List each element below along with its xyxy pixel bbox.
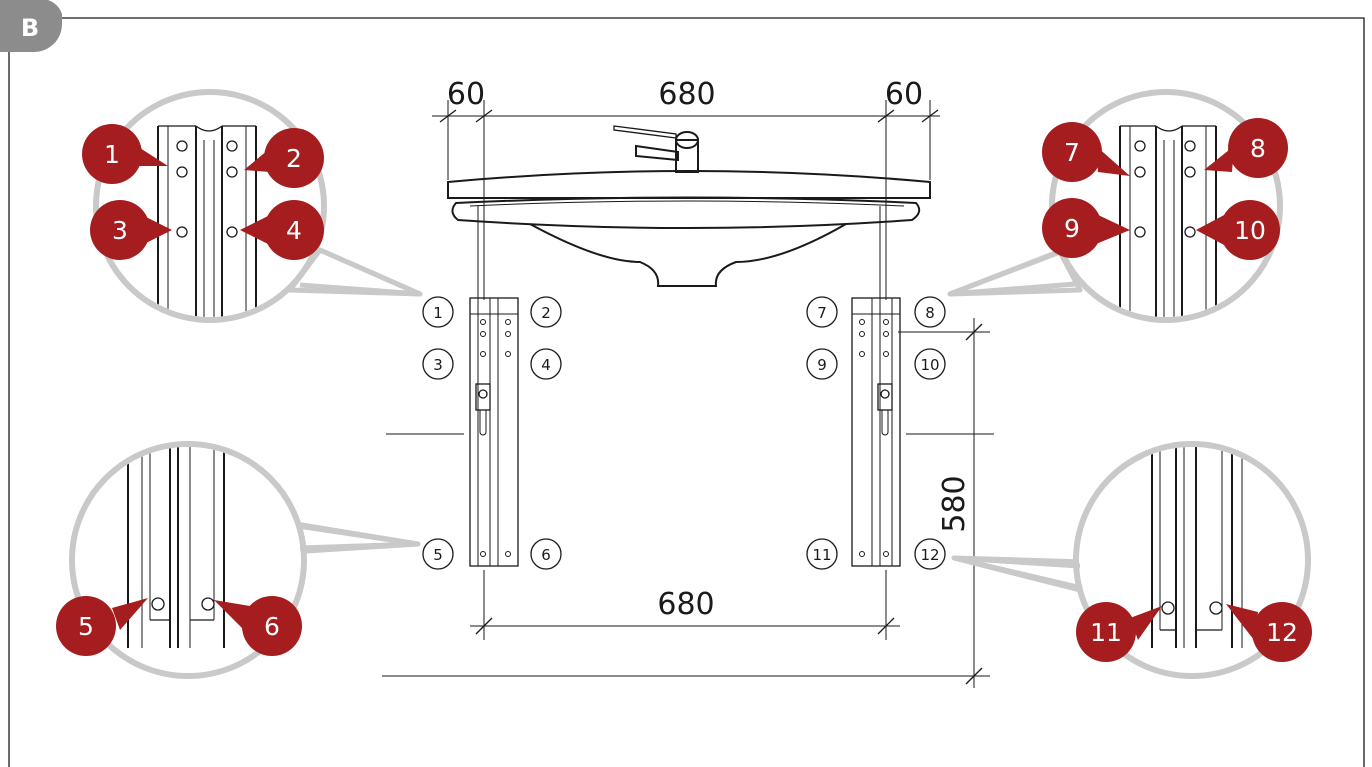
position-label-2: 2 xyxy=(541,304,551,322)
position-label-6: 6 xyxy=(541,546,551,564)
washbasin xyxy=(447,125,931,287)
detail-marker-12: 12 xyxy=(1266,618,1298,647)
detail-marker-10: 10 xyxy=(1234,216,1266,245)
position-label-9: 9 xyxy=(817,356,827,374)
detail-marker-8: 8 xyxy=(1250,134,1266,163)
position-label-10: 10 xyxy=(920,356,939,374)
dimension-top-left: 60 xyxy=(447,77,485,112)
detail-marker-3: 3 xyxy=(112,216,128,245)
detail-marker-7: 7 xyxy=(1064,138,1080,167)
position-label-11: 11 xyxy=(812,546,831,564)
dimension-right-vertical: 580 xyxy=(937,475,972,532)
panel-letter: B xyxy=(21,14,39,42)
detail-bubble-bottom-left xyxy=(69,441,421,679)
faucet xyxy=(613,125,699,173)
detail-marker-5: 5 xyxy=(78,612,94,641)
detail-marker-9: 9 xyxy=(1064,214,1080,243)
detail-marker-11: 11 xyxy=(1090,618,1122,647)
dimension-bottom-center: 680 xyxy=(657,587,714,622)
right-rail xyxy=(851,206,901,567)
position-labels: 1 2 3 4 5 6 7 8 9 10 11 12 xyxy=(422,296,946,570)
position-label-3: 3 xyxy=(433,356,443,374)
dimension-top-center: 680 xyxy=(658,77,715,112)
dimension-top-right: 60 xyxy=(885,77,923,112)
position-label-1: 1 xyxy=(433,304,443,322)
detail-bubble-top-left xyxy=(93,89,423,323)
detail-markers: 1 2 3 4 5 6 7 8 9 10 xyxy=(56,118,1312,662)
detail-marker-2: 2 xyxy=(286,144,302,173)
detail-marker-1: 1 xyxy=(104,140,120,169)
detail-marker-6: 6 xyxy=(264,612,280,641)
position-label-4: 4 xyxy=(541,356,551,374)
panel-badge xyxy=(0,0,62,52)
position-label-7: 7 xyxy=(817,304,827,322)
position-label-12: 12 xyxy=(920,546,939,564)
detail-bubble-top-right xyxy=(947,89,1283,323)
left-rail xyxy=(469,206,519,567)
detail-marker-1-bg xyxy=(82,124,142,184)
detail-marker-4: 4 xyxy=(286,216,302,245)
position-label-8: 8 xyxy=(925,304,935,322)
position-label-5: 5 xyxy=(433,546,443,564)
